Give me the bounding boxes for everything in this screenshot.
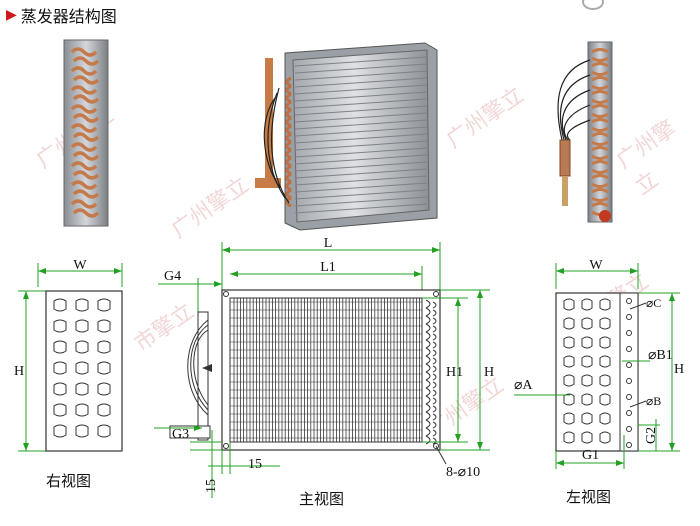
dim-left-G2: G2 [644,427,659,444]
diagram-right-view: W H [10,255,135,465]
title-text: 蒸发器结构图 [20,7,117,26]
dim-left-G1: G1 [582,448,599,463]
caption-right-view: 右视图 [46,472,92,490]
dim-left-B: ⌀B [646,394,661,408]
dim-main-H: H [484,365,494,380]
page-title: ▶ 蒸发器结构图 [6,4,117,26]
diagram-main-view: L L1 G4 G3 [150,230,500,505]
dim-main-G3: G3 [172,427,189,442]
photo-right-side [62,38,112,228]
photo-main [255,38,445,233]
watermark: 广州擎立 [612,115,681,201]
dim-main-L: L [324,236,333,251]
dim-right-w: W [73,258,87,273]
title-arrow-icon: ▶ [6,7,17,23]
photo-left-side [548,40,618,225]
dim-main-15-horizontal: 15 [248,457,262,472]
dim-main-15-vertical: 15 [204,479,219,493]
dim-main-G4: G4 [164,269,181,284]
caption-left-view: 左视图 [566,488,612,506]
dim-left-A: ⌀A [514,378,533,393]
dim-left-C: ⌀C [646,296,661,310]
watermark: 广州擎立 [442,82,529,154]
dim-left-h: H [674,362,684,377]
decorative-ring-icon [582,0,604,10]
dim-right-h: H [14,364,24,379]
diagram-left-view: W H ⌀C ⌀B1 ⌀A ⌀B G1 G2 [510,255,690,470]
dim-main-L1: L1 [320,260,336,275]
dim-left-B1: ⌀B1 [648,348,673,363]
dim-main-H1: H1 [446,365,463,380]
caption-main-view: 主视图 [299,490,345,508]
dim-left-w: W [589,258,603,273]
dim-main-holes: 8-⌀10 [446,465,480,480]
